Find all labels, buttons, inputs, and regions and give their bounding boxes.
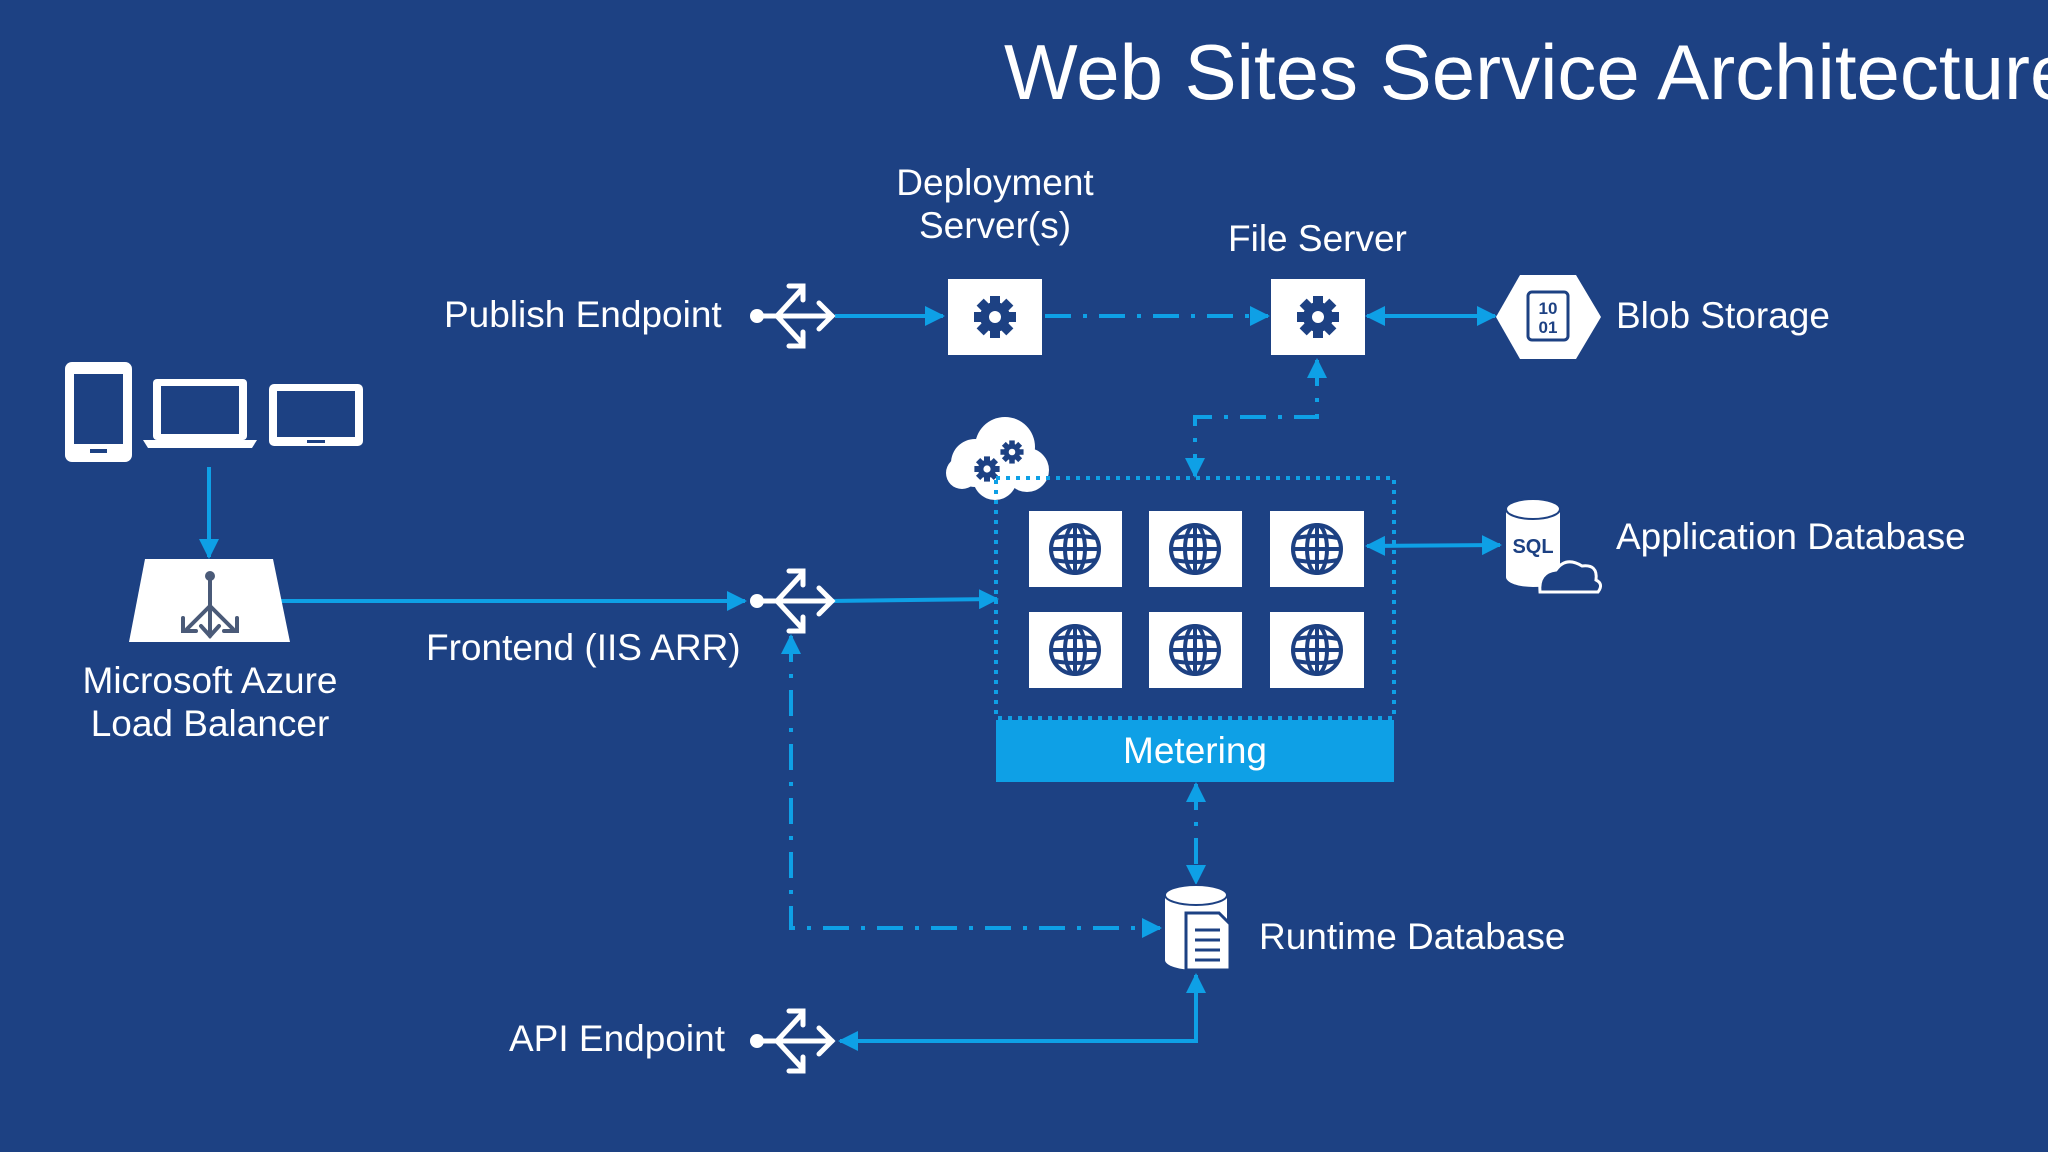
blob-storage-label: Blob Storage [1616, 295, 1830, 336]
laptop-icon [143, 379, 257, 448]
file-server-node [1271, 279, 1365, 355]
document-icon [1184, 911, 1232, 972]
metering-label: Metering [1123, 730, 1267, 771]
devices [65, 362, 363, 462]
blob-glyph-bottom: 01 [1539, 318, 1558, 337]
application-database-label: Application Database [1616, 516, 1966, 557]
load-balancer-label: Microsoft Azure Load Balancer [55, 660, 365, 745]
web-worker-tile [1029, 612, 1122, 688]
sql-glyph: SQL [1512, 536, 1553, 558]
binary-hexagon-icon: 10 01 [1526, 290, 1570, 342]
globe-icon [1291, 523, 1343, 575]
web-worker-tile [1270, 612, 1364, 688]
application-database-node: SQL [1505, 498, 1603, 594]
fileserver-to-workers-connector [1185, 358, 1327, 478]
phone-icon [65, 362, 132, 462]
load-balancer-node [129, 559, 290, 642]
deployment-server-label: Deployment Server(s) [870, 162, 1120, 247]
runtimedb-to-api-connector [838, 973, 1206, 1051]
load-balancer-label-line1: Microsoft Azure [82, 660, 338, 701]
globe-icon [1169, 624, 1221, 676]
web-worker-tile [1149, 612, 1242, 688]
blob-storage-node: 10 01 [1496, 275, 1601, 359]
web-worker-tile [1149, 511, 1242, 587]
publish-endpoint-icon[interactable] [750, 286, 832, 346]
globe-icon [1169, 523, 1221, 575]
api-endpoint-icon[interactable] [750, 1011, 832, 1071]
globe-icon [1291, 624, 1343, 676]
load-balancer-label-line2: Load Balancer [90, 702, 330, 744]
runtime-database-label: Runtime Database [1259, 916, 1566, 957]
gear-icon [974, 296, 1016, 338]
globe-icon [1049, 624, 1101, 676]
gear-icon [1297, 296, 1339, 338]
page-title: Web Sites Service Architecture [1004, 28, 2048, 116]
load-balancer-icon [181, 571, 239, 639]
globe-icon [1049, 523, 1101, 575]
web-worker-tile [1029, 511, 1122, 587]
metering-bar: Metering [996, 720, 1394, 782]
connectors [199, 306, 1502, 1051]
frontend-to-runtimedb-connector [781, 634, 1162, 938]
api-endpoint-label: API Endpoint [509, 1018, 725, 1059]
frontend-endpoint-icon[interactable] [750, 571, 832, 631]
publish-endpoint-label: Publish Endpoint [444, 294, 722, 335]
cloud-gears-icon [946, 417, 1049, 500]
web-worker-tile [1270, 511, 1364, 587]
tablet-icon [269, 384, 363, 446]
cloud-icon [1538, 560, 1603, 594]
deployment-server-node [948, 279, 1042, 355]
deployment-label-line2: Server(s) [918, 204, 1072, 246]
workers-to-appdb-connector [1365, 535, 1502, 556]
file-server-label: File Server [1228, 218, 1407, 259]
frontend-label: Frontend (IIS ARR) [426, 627, 741, 668]
runtime-database-node [1164, 884, 1232, 972]
frontend-to-workers-connector [829, 589, 999, 610]
deployment-label-line1: Deployment [896, 162, 1094, 203]
web-workers [1029, 511, 1364, 688]
blob-glyph-top: 10 [1539, 299, 1558, 318]
